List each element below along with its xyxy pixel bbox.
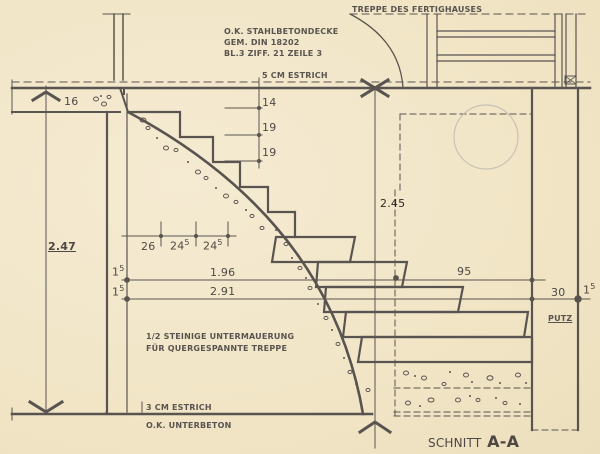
note-upper-screed: 5 CM ESTRICH bbox=[262, 71, 328, 80]
dim-tread-2-sup: 5 bbox=[184, 238, 190, 247]
aggregate-fill bbox=[93, 94, 521, 406]
dim-floor-height-center: 2.45 bbox=[380, 197, 406, 210]
dim-offset-upper-value: 1 bbox=[112, 265, 120, 279]
dim-wall-15-value: 1 bbox=[583, 283, 591, 297]
note-ceiling-line2: GEM. DIN 18202 bbox=[224, 38, 300, 47]
dim-wall-15: 15 bbox=[583, 282, 596, 297]
stair-steps-upper bbox=[126, 110, 297, 239]
dim-slab-thickness: 16 bbox=[64, 95, 79, 108]
riser-dim bbox=[224, 77, 263, 169]
stair-curve bbox=[126, 110, 365, 416]
door-swing-arc bbox=[349, 13, 404, 89]
dim-tread-2: 245 bbox=[170, 238, 190, 253]
upper-slab bbox=[10, 79, 592, 115]
run-dims bbox=[121, 275, 591, 303]
aggregate-dots bbox=[100, 95, 527, 407]
dim-wall-15-sup: 5 bbox=[590, 282, 596, 291]
dim-tread-2-value: 24 bbox=[170, 239, 185, 253]
drawing-title: SCHNITT A-A bbox=[428, 432, 519, 451]
dim-offset-lower-value: 1 bbox=[112, 285, 120, 299]
note-ceiling-line3: BL.3 ZIFF. 21 ZEILE 3 bbox=[224, 49, 323, 58]
note-wall-line2: FÜR QUERGESPANNTE TREPPE bbox=[146, 344, 288, 353]
dim-offset-lower: 15 bbox=[112, 284, 125, 299]
dim-riser-3: 19 bbox=[262, 146, 277, 159]
dim-run-291: 2.91 bbox=[210, 285, 236, 298]
dim-offset-upper-sup: 5 bbox=[119, 264, 125, 273]
foundation-block bbox=[357, 361, 533, 417]
dim-tread-1: 26 bbox=[141, 240, 156, 253]
dim-wall-30: 30 bbox=[551, 286, 566, 299]
note-plaster: PUTZ bbox=[548, 314, 573, 323]
dim-floor-height-left: 2.47 bbox=[48, 240, 76, 253]
column-top-left bbox=[102, 13, 131, 81]
note-ceiling-line1: O.K. STAHLBETONDECKE bbox=[224, 27, 339, 36]
dim-tread-3: 245 bbox=[203, 238, 223, 253]
dim-offset-lower-sup: 5 bbox=[119, 284, 125, 293]
dim-run-196: 1.96 bbox=[210, 266, 236, 279]
title-section: A-A bbox=[487, 432, 520, 451]
cross-marker bbox=[359, 77, 391, 99]
dim-tread-3-value: 24 bbox=[203, 239, 218, 253]
prefab-stair-top bbox=[426, 13, 577, 89]
tread-dim bbox=[121, 221, 237, 251]
dim-offset-upper: 15 bbox=[112, 264, 125, 279]
faded-stamp bbox=[453, 104, 519, 170]
note-prefab-stair: TREPPE DES FERTIGHAUSES bbox=[352, 5, 483, 14]
note-wall-line1: 1/2 STEINIGE UNTERMAUERUNG bbox=[146, 332, 295, 341]
dim-width-95: 95 bbox=[457, 265, 472, 278]
dim-riser-1: 14 bbox=[262, 96, 277, 109]
title-prefix: SCHNITT bbox=[428, 436, 482, 450]
dim-tread-3-sup: 5 bbox=[217, 238, 223, 247]
note-lower-screed: 3 CM ESTRICH bbox=[146, 403, 212, 412]
note-sub-concrete: O.K. UNTERBETON bbox=[146, 421, 232, 430]
right-wall bbox=[399, 88, 580, 432]
dim-riser-2: 19 bbox=[262, 121, 277, 134]
